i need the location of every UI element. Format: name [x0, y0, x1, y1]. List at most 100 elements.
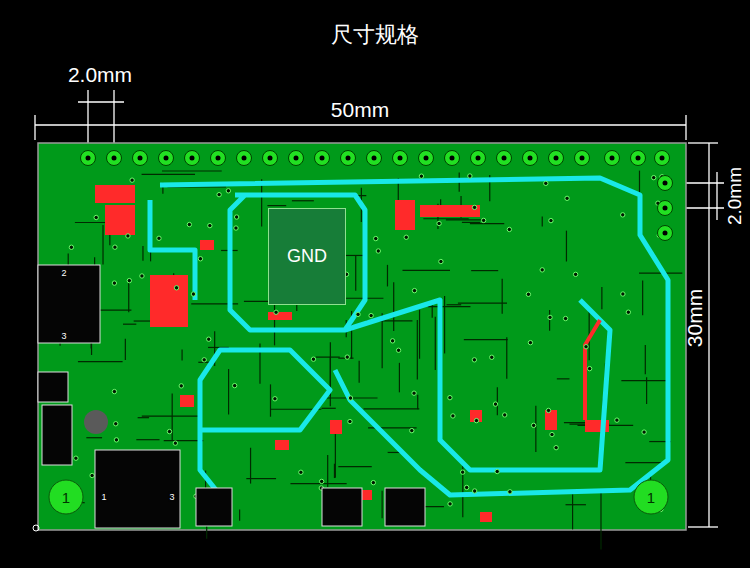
via: [126, 234, 130, 238]
via: [412, 391, 416, 395]
pin-pad: [575, 151, 590, 166]
via: [376, 249, 380, 253]
via: [410, 428, 414, 432]
trace: [364, 408, 420, 409]
trace: [125, 339, 126, 360]
pin-pad: [185, 151, 200, 166]
trace: [181, 349, 182, 360]
via: [460, 470, 464, 474]
trace: [621, 380, 666, 381]
test-point: [84, 410, 108, 434]
trace: [250, 448, 251, 484]
pin-hole: [190, 156, 195, 161]
trace: [464, 339, 508, 340]
via: [419, 174, 423, 178]
via: [114, 422, 118, 426]
trace: [164, 440, 204, 441]
connector-housing: [95, 450, 180, 528]
smd-pad: [268, 312, 292, 320]
dimension-tick: [113, 90, 114, 150]
via: [130, 178, 134, 182]
pin-hole: [242, 156, 247, 161]
via: [554, 445, 558, 449]
via: [503, 413, 507, 417]
via: [157, 236, 161, 240]
trace: [419, 310, 420, 359]
via: [493, 402, 497, 406]
dimension-line: [708, 143, 709, 527]
trace: [267, 205, 286, 206]
power-trace: [160, 178, 668, 495]
trace: [642, 280, 643, 315]
pin-number: 1: [100, 492, 107, 502]
trace: [557, 378, 570, 379]
trace: [423, 218, 468, 219]
trace: [330, 357, 331, 406]
via: [573, 272, 577, 276]
trace: [435, 317, 436, 370]
via: [550, 432, 554, 436]
signal-trace: [585, 320, 600, 420]
via: [273, 397, 277, 401]
connector-housing: [38, 372, 68, 402]
trace: [382, 313, 383, 368]
pin-hole: [528, 156, 533, 161]
trace: [142, 416, 200, 417]
pin-hole: [164, 156, 169, 161]
dimension-tick: [87, 90, 88, 150]
dimension-text: 2.0mm: [68, 63, 132, 87]
connector-housing: [38, 265, 100, 343]
via: [546, 408, 550, 412]
pin-hole: [450, 156, 455, 161]
dimension-tick: [688, 526, 718, 527]
pin-pad: [605, 151, 620, 166]
via: [234, 226, 238, 230]
pin-hole: [320, 156, 325, 161]
via: [404, 235, 408, 239]
pin-pad: [445, 151, 460, 166]
trace: [497, 387, 498, 415]
via: [226, 189, 230, 193]
pin-hole: [424, 156, 429, 161]
via: [371, 480, 375, 484]
via: [356, 312, 360, 316]
trace: [387, 265, 388, 287]
via: [464, 485, 468, 489]
pin-pad: [523, 151, 538, 166]
power-trace: [200, 350, 330, 495]
pin-pad: [658, 176, 673, 191]
via: [621, 213, 625, 217]
via: [112, 389, 116, 393]
trace: [417, 395, 418, 410]
pin-hole: [216, 156, 221, 161]
pin-pad: [658, 226, 673, 241]
pin-pad: [133, 151, 148, 166]
pin-hole: [663, 206, 668, 211]
via: [439, 259, 443, 263]
pin-hole: [138, 156, 143, 161]
pin-hole: [663, 231, 668, 236]
pin-pad: [159, 151, 174, 166]
trace: [572, 494, 573, 529]
via: [167, 429, 171, 433]
via: [584, 345, 588, 349]
pin-pad: [631, 151, 646, 166]
via: [544, 181, 548, 185]
trace: [646, 377, 647, 404]
dimension-line: [35, 124, 686, 125]
dimension-tick: [34, 115, 35, 140]
pad-shape: [269, 209, 346, 305]
via: [490, 355, 494, 359]
via: [113, 245, 117, 249]
via: [369, 313, 373, 317]
smd-pad: [275, 440, 289, 450]
trace: [462, 222, 480, 223]
smd-pad: [95, 185, 135, 203]
dimension-text: 2.0mm: [724, 167, 746, 225]
via: [217, 192, 221, 196]
trace: [417, 320, 418, 380]
trace: [78, 361, 123, 362]
pcb-board: [38, 143, 686, 530]
pin-hole: [398, 156, 403, 161]
pin-pad: [549, 151, 564, 166]
